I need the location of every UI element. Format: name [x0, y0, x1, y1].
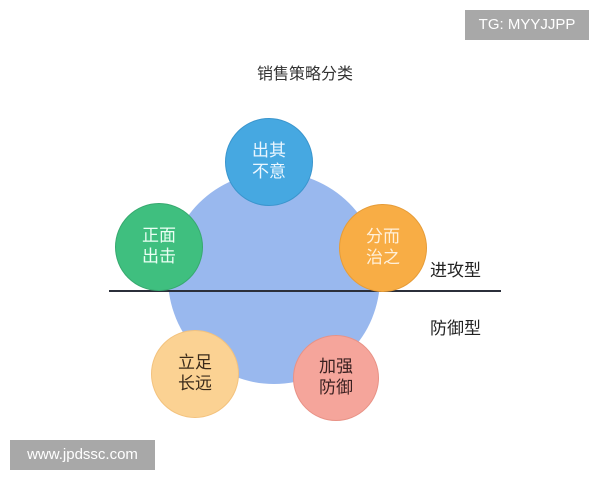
label-offensive: 进攻型	[430, 261, 481, 281]
node-label-line1: 加强	[319, 357, 353, 377]
strategy-node-surprise: 出其 不意	[225, 118, 313, 206]
node-label-line1: 出其	[252, 141, 286, 161]
strategy-node-frontal-attack: 正面 出击	[115, 203, 203, 291]
strategy-node-divide-conquer: 分而 治之	[339, 204, 427, 292]
node-label-line1: 立足	[178, 353, 212, 373]
watermark-top: TG: MYYJJPP	[465, 10, 589, 40]
node-label-line2: 出击	[142, 247, 176, 267]
node-label-line2: 防御	[319, 378, 353, 398]
node-label-line2: 不意	[252, 162, 286, 182]
strategy-node-strengthen-defense: 加强 防御	[293, 335, 379, 421]
divider-line	[109, 290, 501, 292]
node-label-line1: 正面	[142, 226, 176, 246]
node-label-line2: 长远	[178, 374, 212, 394]
diagram-title: 销售策略分类	[256, 64, 353, 83]
watermark-bottom: www.jpdssc.com	[10, 440, 155, 470]
node-label-line1: 分而	[366, 227, 400, 247]
strategy-node-long-term: 立足 长远	[151, 330, 239, 418]
label-defensive: 防御型	[430, 319, 481, 339]
node-label-line2: 治之	[366, 248, 400, 268]
